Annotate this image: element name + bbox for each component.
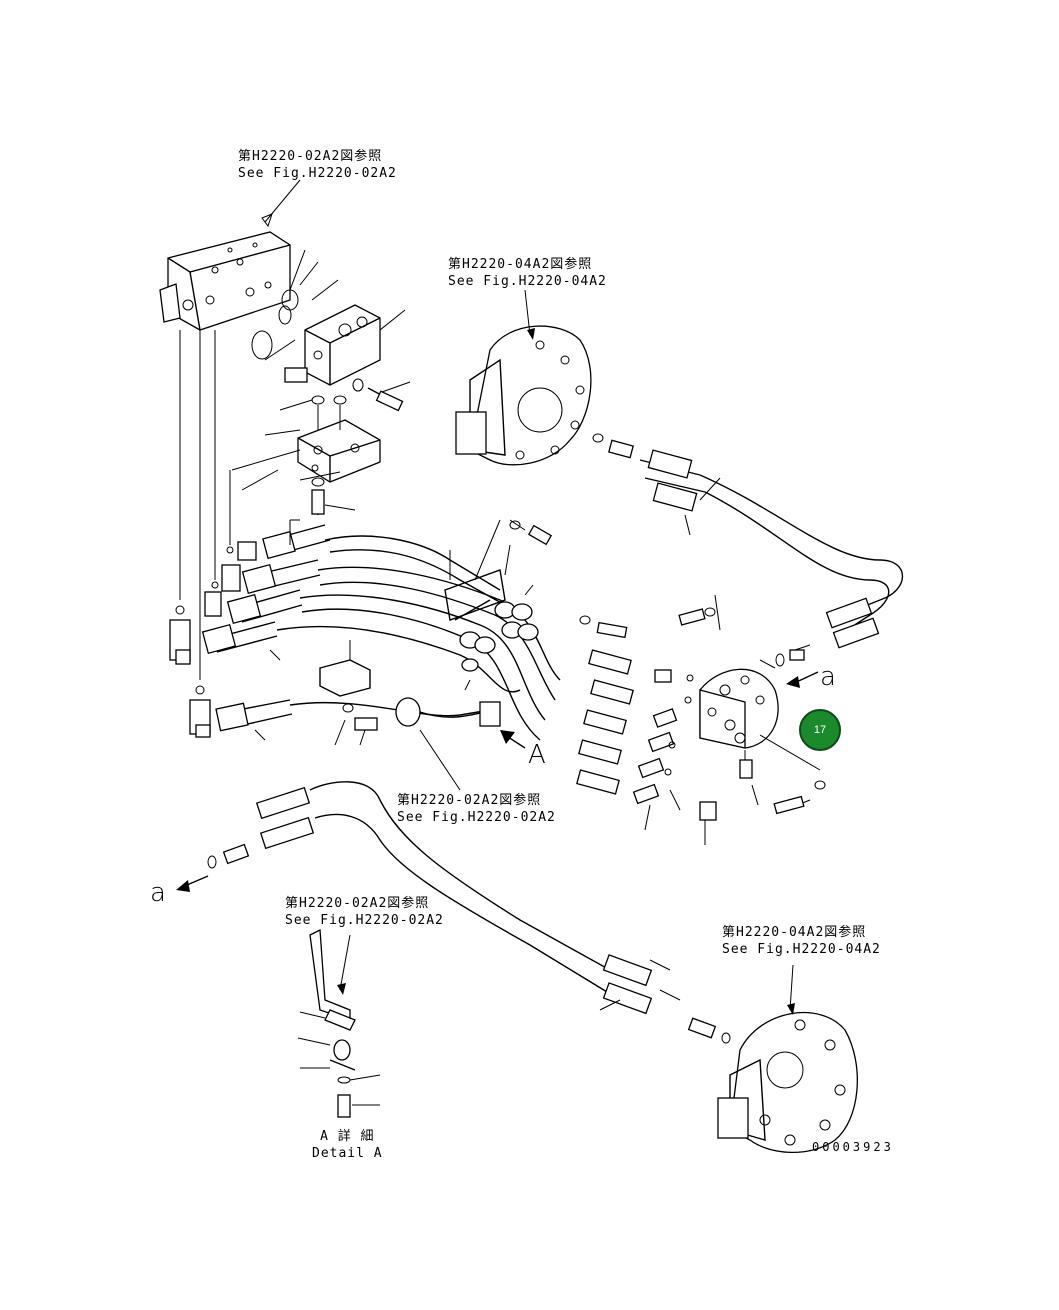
- drawing-code: 00003923: [812, 1140, 894, 1154]
- reference-label-1: 第H2220-02A2図参照 See Fig.H2220-02A2: [238, 148, 397, 182]
- leader-ref4: [339, 934, 351, 991]
- reference-jp: 第H2220-04A2図参照: [722, 925, 867, 940]
- reference-en: See Fig.H2220-04A2: [722, 942, 881, 957]
- hose-clamps: [444, 519, 539, 691]
- travel-motor-lower: [717, 1011, 858, 1154]
- detail-A-label: A 詳 細 Detail A: [312, 1128, 383, 1162]
- hose-group-lower: [255, 781, 681, 1015]
- manifold-block: [297, 419, 381, 483]
- hose-group-left: [201, 519, 331, 741]
- reference-jp: 第H2220-02A2図参照: [238, 149, 383, 164]
- detail-en: Detail A: [312, 1146, 383, 1161]
- control-valve-block: [159, 231, 291, 331]
- view-letter-a-right: a: [820, 662, 836, 692]
- reference-en: See Fig.H2220-02A2: [397, 810, 556, 825]
- callout-badge-17[interactable]: 17: [799, 709, 841, 751]
- travel-motor-upper: [455, 325, 592, 466]
- view-letter-A: A: [528, 740, 546, 770]
- reference-jp: 第H2220-02A2図参照: [285, 896, 430, 911]
- reference-jp: 第H2220-02A2図参照: [397, 793, 542, 808]
- hose-group-upper-right: [639, 449, 904, 649]
- reference-en: See Fig.H2220-02A2: [238, 166, 397, 181]
- swivel-joint: [699, 668, 779, 749]
- view-letter-a-left: a: [150, 878, 166, 908]
- leader-ref1: [264, 179, 301, 223]
- reference-jp: 第H2220-04A2図参照: [448, 257, 593, 272]
- leader-ref3: [419, 729, 461, 791]
- reference-en: See Fig.H2220-04A2: [448, 274, 607, 289]
- long-hoses: [276, 535, 561, 741]
- leader-ref2: [524, 289, 531, 336]
- fittings-middle: [576, 649, 717, 845]
- bracket-clamp: [319, 640, 501, 746]
- reference-en: See Fig.H2220-02A2: [285, 913, 444, 928]
- reference-label-2: 第H2220-04A2図参照 See Fig.H2220-04A2: [448, 256, 607, 290]
- pressure-sensors: [169, 541, 257, 738]
- reference-label-4: 第H2220-02A2図参照 See Fig.H2220-02A2: [285, 895, 444, 929]
- leader-ref5: [789, 964, 794, 1011]
- detail-jp: A 詳 細: [320, 1129, 375, 1144]
- reference-label-5: 第H2220-04A2図参照 See Fig.H2220-04A2: [722, 924, 881, 958]
- detail-A-drawing: [297, 928, 381, 1118]
- solenoid-valve-assembly: [284, 304, 381, 386]
- reference-label-3: 第H2220-02A2図参照 See Fig.H2220-02A2: [397, 792, 556, 826]
